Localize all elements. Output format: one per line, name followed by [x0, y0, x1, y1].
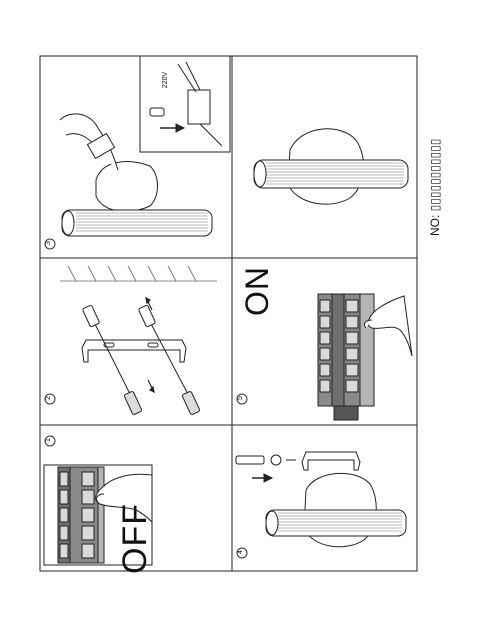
step-number-5: 5 [237, 396, 244, 400]
step-number-3: 3 [45, 241, 52, 245]
ceiling-hatch [60, 265, 217, 282]
off-label: OFF [116, 503, 154, 574]
hand-icon [95, 473, 153, 524]
circuit-breaker-icon [317, 293, 375, 421]
mounting-bracket-icon [81, 339, 187, 363]
hand-icon [363, 295, 413, 357]
step-number-4: 4 [237, 550, 244, 554]
product-code-note: NO: ▯▯▯▯▯▯▯▯▯▯▯ [428, 138, 442, 236]
screw-icon [82, 304, 191, 399]
step-2-marker [44, 393, 56, 405]
circuit-breaker-icon [43, 464, 153, 566]
arrow-icon [160, 123, 186, 133]
wall-lamp-icon [253, 128, 409, 205]
terminal-block-icon [59, 55, 231, 171]
wall-lamp-icon [265, 472, 407, 548]
arrow-icon [252, 473, 274, 483]
mounting-bracket-icon [301, 451, 361, 471]
drill-icon [235, 454, 296, 466]
arrow-icon [145, 296, 155, 394]
wall-plug-icon [123, 391, 201, 415]
voltage-label: 220V [162, 71, 169, 89]
wall-lamp-icon [61, 161, 213, 237]
step-5-marker [236, 393, 248, 405]
on-label: ON [239, 266, 275, 316]
step-number-2: 2 [45, 396, 52, 400]
step-4-marker [236, 547, 248, 559]
step-1-marker [44, 435, 56, 447]
step-3-marker [44, 238, 56, 250]
step-number-1: 1 [45, 438, 52, 442]
